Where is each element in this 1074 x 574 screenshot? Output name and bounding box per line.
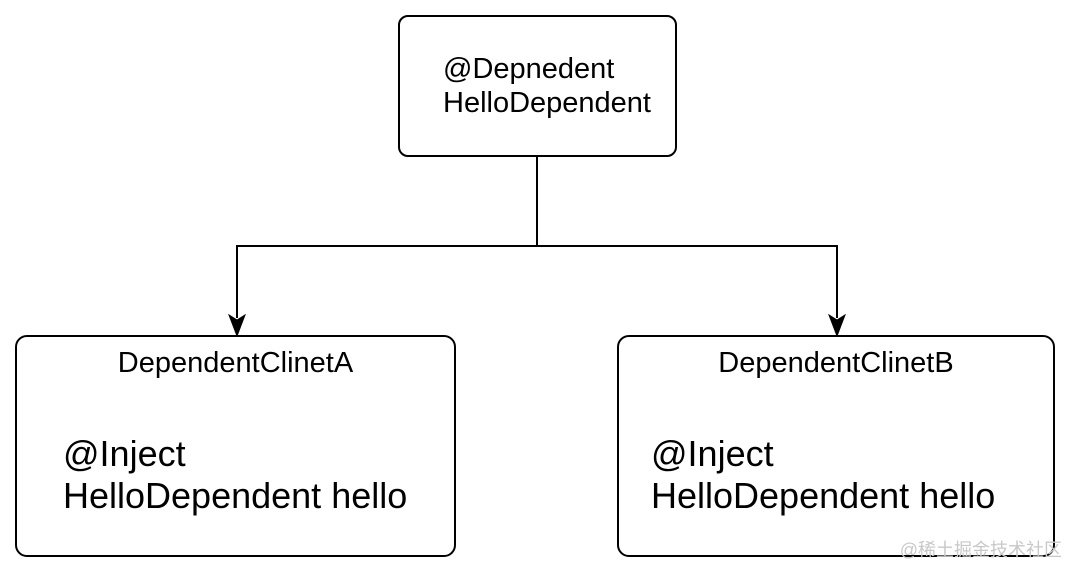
- client-a-title: DependentClinetA: [117, 347, 354, 379]
- arrowhead-down-left-icon: [228, 313, 246, 338]
- client-b-injection: HelloDependent hello: [651, 475, 996, 516]
- parent-annotation: @Depnedent: [443, 53, 615, 85]
- client-b-annotation: @Inject: [651, 433, 774, 474]
- parent-dependent-box: @Depnedent HelloDependent: [398, 15, 677, 157]
- client-a-code: @Inject HelloDependent hello: [63, 433, 454, 517]
- client-b-title: DependentClinetB: [718, 347, 954, 379]
- client-b-code: @Inject HelloDependent hello: [651, 433, 1053, 517]
- arrowhead-down-right-icon: [828, 313, 846, 338]
- client-a-injection: HelloDependent hello: [63, 475, 408, 516]
- watermark: @稀土掘金技术社区: [899, 540, 1062, 560]
- client-b-box: DependentClinetB @Inject HelloDependent …: [617, 335, 1055, 557]
- client-a-box: DependentClinetA @Inject HelloDependent …: [15, 335, 456, 557]
- client-a-annotation: @Inject: [63, 433, 186, 474]
- parent-class-name: HelloDependent: [443, 87, 651, 119]
